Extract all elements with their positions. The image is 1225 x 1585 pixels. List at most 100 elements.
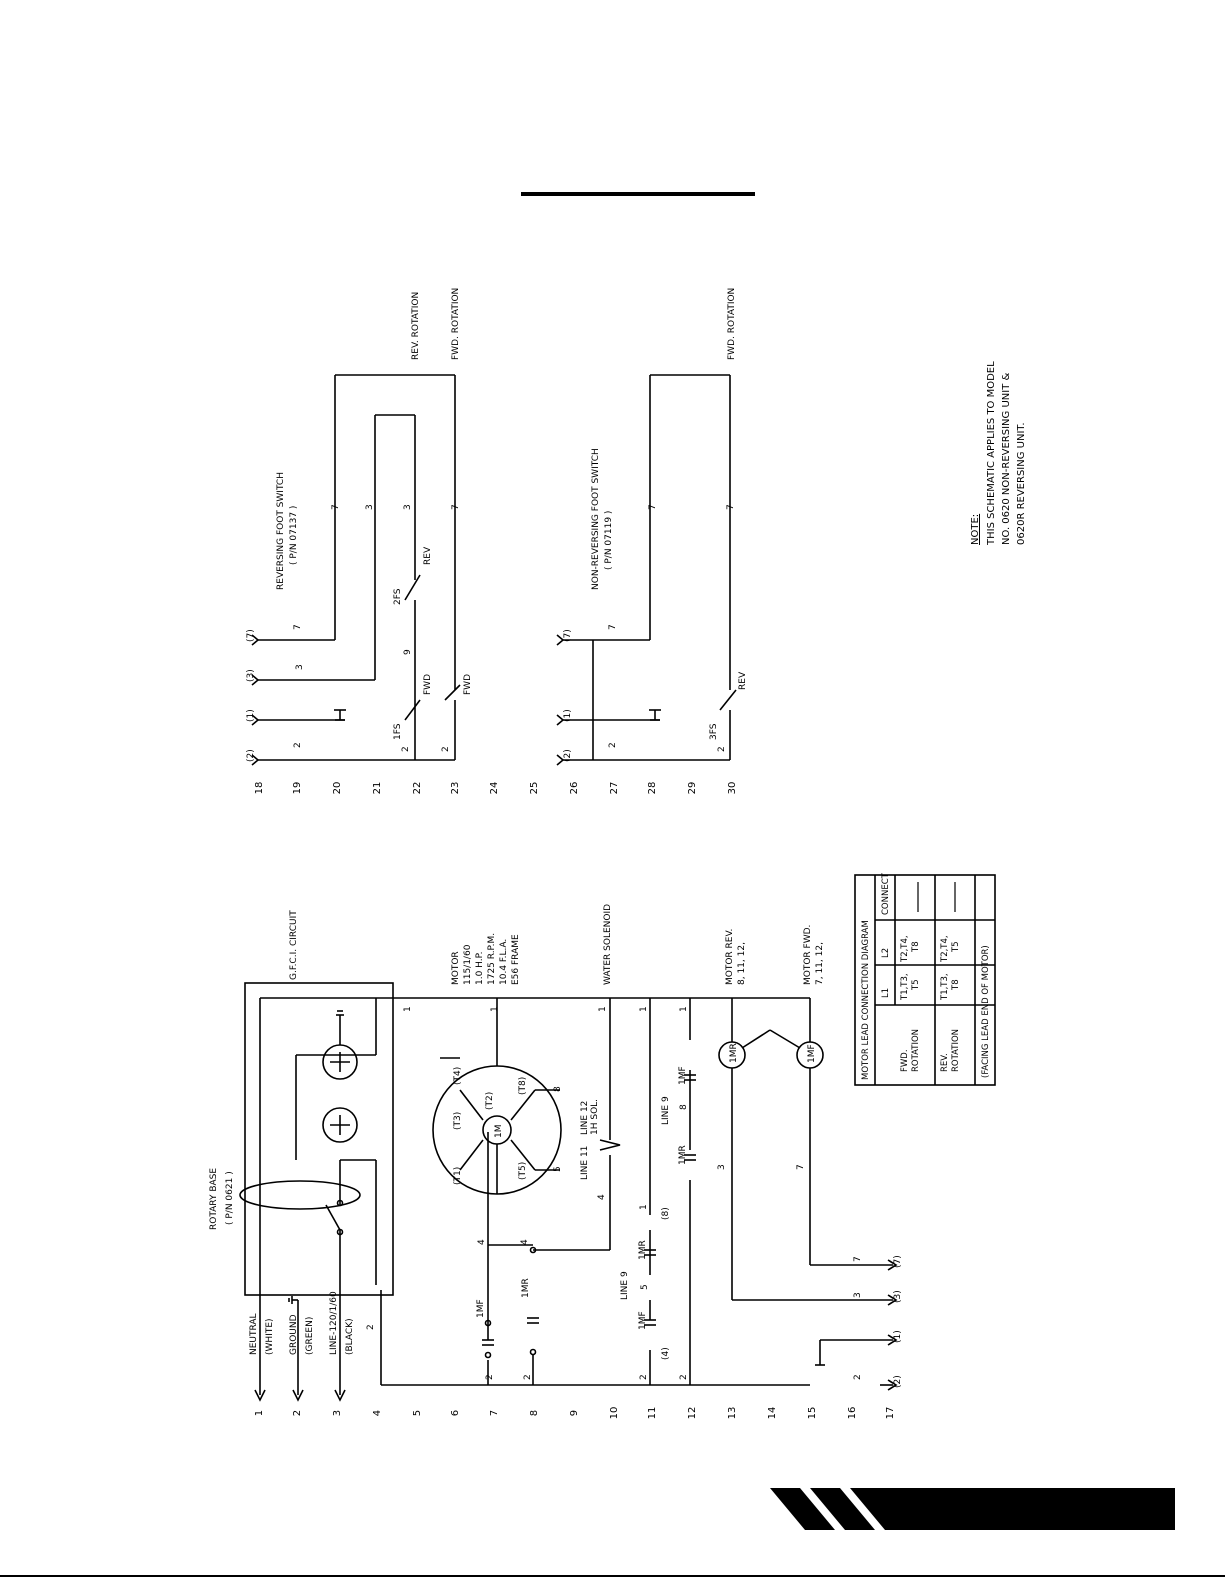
non-reversing-switch-title: NON-REVERSING FOOT SWITCH bbox=[591, 448, 601, 590]
motor-symbol-label: 1M bbox=[494, 1125, 504, 1139]
wire-4-a: 4 bbox=[477, 1239, 487, 1245]
line-num-26: 26 bbox=[569, 782, 580, 795]
terminal-2-right-a: (2) bbox=[246, 749, 256, 762]
terminal-7-left: (7) bbox=[893, 1255, 903, 1268]
wire-2-r4: 2 bbox=[608, 742, 618, 748]
line9-label-a: LINE 9 bbox=[620, 1271, 630, 1300]
lead-table-col-l2: L2 bbox=[881, 948, 891, 958]
wire-1-a: 1 bbox=[403, 1006, 413, 1012]
motor-t4: (T4) bbox=[453, 1067, 463, 1085]
wire-4-b: 4 bbox=[520, 1239, 530, 1245]
lead-table-rev-label-2: ROTATION bbox=[951, 1029, 961, 1072]
lead-table-fwd-label-2: ROTATION bbox=[911, 1029, 921, 1072]
wire-2-b: 2 bbox=[485, 1374, 495, 1380]
coil-1mr-label: 1MR bbox=[729, 1043, 739, 1063]
wire-2-d: 2 bbox=[639, 1374, 649, 1380]
motor-t2: (T2) bbox=[485, 1092, 495, 1110]
contact-1mf-c: 1MF bbox=[678, 1066, 688, 1085]
rotary-base-pn: ( P/N 0621 ) bbox=[225, 1171, 235, 1225]
fwd-contact-b: FWD bbox=[463, 674, 473, 695]
ground-label: GROUND bbox=[289, 1314, 299, 1355]
wire-8-a: 8 bbox=[553, 1086, 563, 1092]
lead-table-footer: (FACING LEAD END OF MOTOR) bbox=[981, 945, 991, 1078]
line-num-12: 12 bbox=[687, 1407, 698, 1420]
wire-9-r1: 9 bbox=[403, 649, 413, 655]
switch-3fs-label: 3FS bbox=[709, 723, 719, 740]
title-underline bbox=[521, 192, 755, 196]
line-num-28: 28 bbox=[647, 782, 658, 795]
line-num-20: 20 bbox=[332, 782, 343, 795]
wire-8-b: 8 bbox=[679, 1104, 689, 1110]
line-label: LINE-120/1/60 bbox=[329, 1291, 339, 1355]
motor-rev-wires: 8, 11, 12, bbox=[737, 942, 747, 985]
motor-rev-title: MOTOR REV. bbox=[725, 929, 735, 985]
contact-1mr-c: 1MR bbox=[678, 1145, 688, 1165]
gfci-label: G.F.C.I. CIRCUIT bbox=[289, 910, 299, 980]
lead-table-rev-l2-a: T2,T4, bbox=[940, 935, 950, 963]
wire-2-e: 2 bbox=[679, 1374, 689, 1380]
fwd-rotation-label: FWD. ROTATION bbox=[451, 288, 461, 360]
lead-table-fwd-l2-b: T8 bbox=[911, 941, 921, 953]
line-num-16: 16 bbox=[847, 1407, 858, 1420]
motor-spec-4: 10.4 F.L.A. bbox=[499, 939, 509, 985]
wire-4-c: 4 bbox=[597, 1194, 607, 1200]
motor-t5: (T5) bbox=[518, 1162, 528, 1180]
line-num-6: 6 bbox=[450, 1410, 461, 1416]
lead-table-rev-l1-a: T1,T3, bbox=[940, 973, 950, 1001]
lead-table-title: MOTOR LEAD CONNECTION DIAGRAM bbox=[861, 920, 871, 1080]
contact-1mr-b: 1MR bbox=[638, 1240, 648, 1260]
motor-fwd-title: MOTOR FWD. bbox=[803, 925, 813, 985]
wire-7-r3: 7 bbox=[451, 504, 461, 510]
fwd-rotation-label-2: FWD. ROTATION bbox=[727, 288, 737, 360]
non-reversing-switch-pn: ( P/N 07119 ) bbox=[604, 511, 614, 570]
wire-2-r2: 2 bbox=[401, 746, 411, 752]
motor-spec-3: 1725 R.P.M. bbox=[487, 933, 497, 985]
line-num-22: 22 bbox=[412, 782, 423, 795]
rev-contact-b: REV bbox=[738, 671, 748, 690]
line-num-21: 21 bbox=[372, 782, 383, 795]
note-line-2: NO. 0620 NON-REVERSING UNIT & bbox=[1001, 373, 1012, 545]
motor-fwd-wires: 7, 11, 12, bbox=[815, 942, 825, 985]
reversing-switch-title: REVERSING FOOT SWITCH bbox=[276, 472, 286, 590]
terminal-1-right-a: (1) bbox=[246, 709, 256, 722]
motor-title: MOTOR bbox=[451, 951, 461, 985]
lead-table-fwd-l1-a: T1,T3, bbox=[900, 973, 910, 1001]
note-line-3: 0620R REVERSING UNIT. bbox=[1016, 422, 1027, 545]
lead-table-fwd-l1-b: T5 bbox=[911, 979, 921, 991]
terminal-3-right-a: (3) bbox=[246, 669, 256, 682]
switch-1fs-label: 1FS bbox=[393, 723, 403, 740]
line-num-29: 29 bbox=[687, 782, 698, 795]
wire-1-f: 1 bbox=[639, 1204, 649, 1210]
ground-color: (GREEN) bbox=[305, 1317, 315, 1355]
line-num-3: 3 bbox=[332, 1410, 343, 1416]
line-num-1: 1 bbox=[254, 1410, 265, 1416]
note-heading: NOTE: bbox=[970, 514, 981, 545]
rotary-base-title: ROTARY BASE bbox=[209, 1168, 219, 1230]
terminal-3-left: (3) bbox=[893, 1290, 903, 1303]
wire-7-r6: 7 bbox=[726, 504, 736, 510]
line12-label: LINE 12 bbox=[580, 1101, 590, 1135]
wire-2-r5: 2 bbox=[717, 746, 727, 752]
terminal-7-right-b: (7) bbox=[563, 629, 573, 642]
wire-1-c: 1 bbox=[598, 1006, 608, 1012]
line-num-15: 15 bbox=[807, 1407, 818, 1420]
motor-spec-1: 115/1/60 bbox=[463, 944, 473, 985]
neutral-label: NEUTRAL bbox=[249, 1313, 259, 1355]
wire-2-r1: 2 bbox=[293, 742, 303, 748]
motor-spec-5: E56 FRAME bbox=[511, 934, 521, 985]
terminal-2-right-b: (2) bbox=[563, 749, 573, 762]
footer-rule bbox=[0, 1575, 1225, 1577]
wire-3-b: 3 bbox=[853, 1292, 863, 1298]
motor-t8: (T8) bbox=[518, 1077, 528, 1095]
fwd-contact-a: FWD bbox=[423, 674, 433, 695]
line-num-11: 11 bbox=[647, 1407, 658, 1420]
wire-1-b: 1 bbox=[490, 1006, 500, 1012]
terminal-2-left: (2) bbox=[893, 1375, 903, 1388]
terminal-7-right-a: (7) bbox=[246, 629, 256, 642]
wire-7-r5: 7 bbox=[648, 504, 658, 510]
line11-label: LINE 11 bbox=[580, 1146, 590, 1180]
switch-2fs-label: 2FS bbox=[393, 588, 403, 605]
note-line-1: THIS SCHEMATIC APPLIES TO MODEL bbox=[986, 361, 997, 546]
line-num-9: 9 bbox=[569, 1410, 580, 1416]
